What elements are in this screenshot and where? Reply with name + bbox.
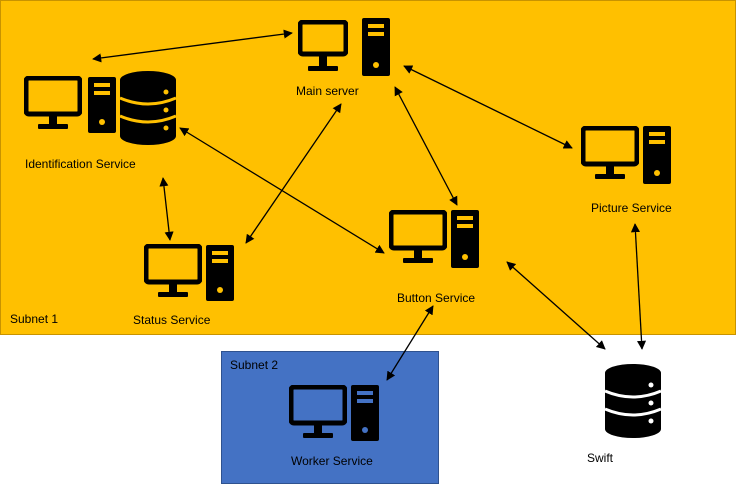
monitor-icon bbox=[289, 385, 347, 438]
swift-label: Swift bbox=[587, 451, 614, 465]
status-service-label: Status Service bbox=[133, 313, 211, 327]
tower-icon bbox=[351, 385, 379, 441]
arrow-button-worker bbox=[386, 305, 434, 381]
monitor-icon bbox=[298, 20, 348, 71]
arrow-identification-button bbox=[179, 127, 385, 254]
arrow-button-swift bbox=[506, 261, 606, 350]
arrow-main-button bbox=[394, 86, 458, 206]
arrow-main-picture bbox=[403, 65, 573, 149]
database-icon bbox=[119, 71, 177, 145]
worker-service-label: Worker Service bbox=[291, 454, 373, 468]
tower-icon bbox=[643, 126, 671, 184]
tower-icon bbox=[206, 245, 234, 301]
button-service-label: Button Service bbox=[397, 291, 476, 305]
subnet-2-label: Subnet 2 bbox=[230, 358, 279, 372]
monitor-icon bbox=[144, 244, 202, 297]
picture-service-label: Picture Service bbox=[591, 201, 672, 215]
monitor-icon bbox=[581, 126, 639, 179]
arrow-main-status bbox=[245, 103, 342, 244]
arrow-identification-main bbox=[92, 29, 293, 63]
arrow-identification-status bbox=[159, 177, 174, 241]
monitor-icon bbox=[24, 76, 82, 129]
identification-service-label: Identification Service bbox=[25, 157, 136, 171]
arrow-picture-swift bbox=[630, 223, 647, 350]
main-server-label: Main server bbox=[296, 84, 359, 98]
database-icon bbox=[604, 364, 662, 438]
tower-icon bbox=[451, 210, 479, 268]
tower-icon bbox=[362, 18, 390, 76]
subnet-1-label: Subnet 1 bbox=[10, 312, 59, 326]
monitor-icon bbox=[389, 210, 447, 263]
tower-icon bbox=[88, 77, 116, 133]
